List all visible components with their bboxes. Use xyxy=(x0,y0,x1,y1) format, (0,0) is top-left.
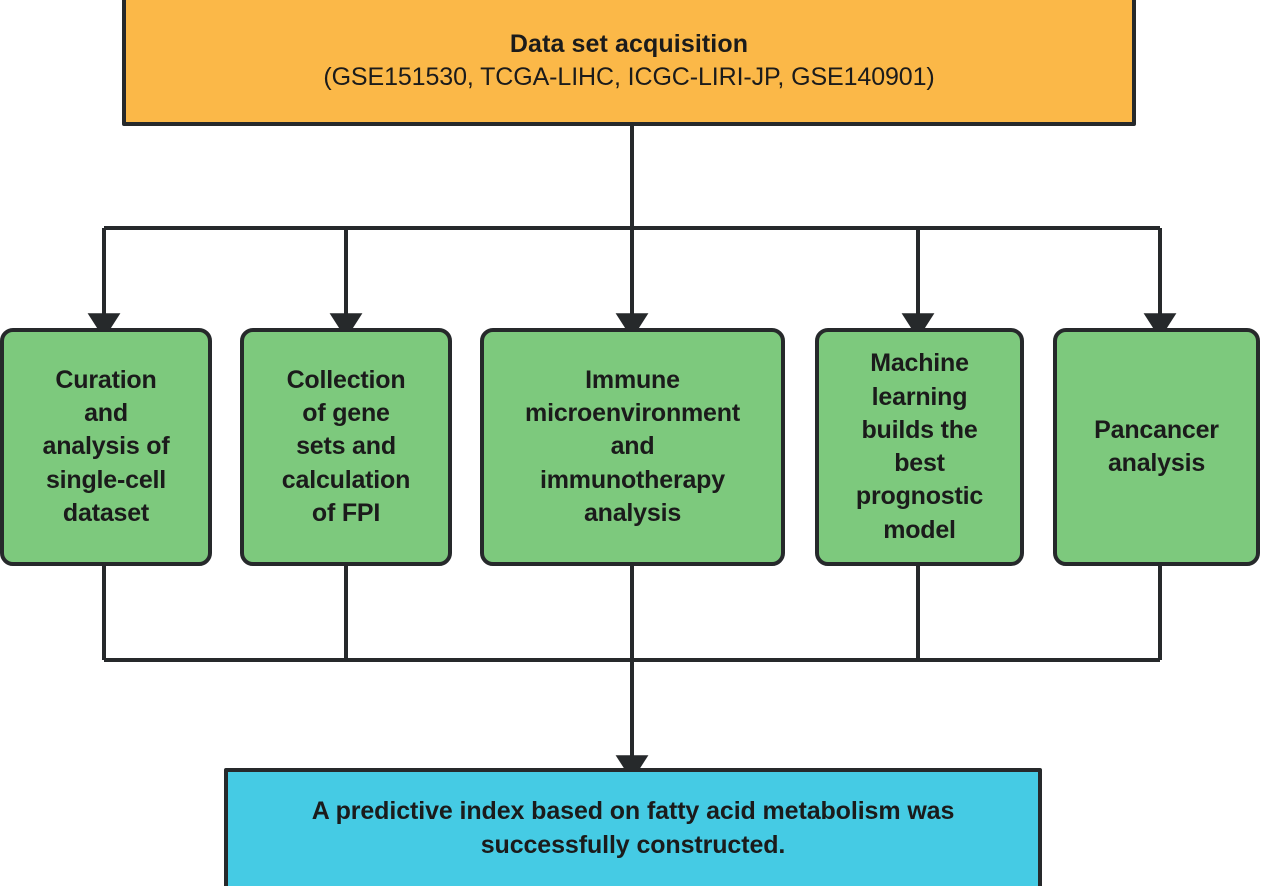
node-machine-learning-model[interactable]: Machine learning builds the best prognos… xyxy=(815,328,1024,566)
stage-label: Curation and analysis of single-cell dat… xyxy=(42,365,170,527)
node-immune-microenvironment[interactable]: Immune microenvironment and immunotherap… xyxy=(480,328,785,566)
node-data-set-acquisition[interactable]: Data set acquisition (GSE151530, TCGA-LI… xyxy=(122,0,1136,126)
stage-label: Immune microenvironment and immunotherap… xyxy=(525,365,740,527)
node-gene-sets-fpi[interactable]: Collection of gene sets and calculation … xyxy=(240,328,452,566)
acquisition-title: Data set acquisition xyxy=(509,30,749,58)
acquisition-datasets: (GSE151530, TCGA-LIHC, ICGC-LIRI-JP, GSE… xyxy=(323,63,935,91)
node-curation-single-cell[interactable]: Curation and analysis of single-cell dat… xyxy=(0,328,212,566)
conclusion-label: A predictive index based on fatty acid m… xyxy=(311,797,955,859)
stage-label: Pancancer analysis xyxy=(1094,415,1219,477)
node-pancancer-analysis[interactable]: Pancancer analysis xyxy=(1053,328,1260,566)
stage-label: Machine learning builds the best prognos… xyxy=(855,349,984,544)
stage-label: Collection of gene sets and calculation … xyxy=(281,365,411,527)
node-conclusion[interactable]: A predictive index based on fatty acid m… xyxy=(224,768,1042,886)
